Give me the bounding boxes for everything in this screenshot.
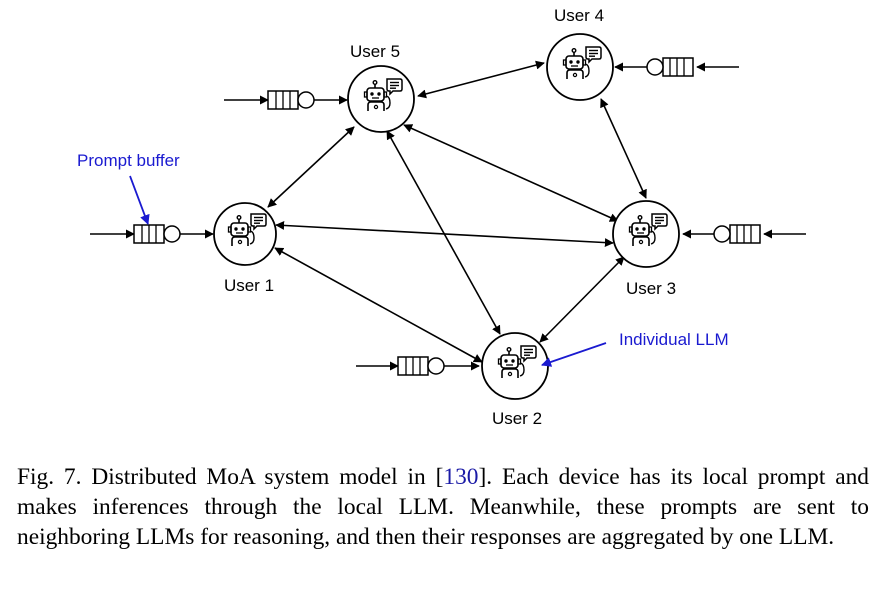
prompt-buffer-pointer: [129, 175, 150, 225]
edges: [267, 60, 647, 363]
edge-user5-user4: [417, 60, 545, 99]
citation-link[interactable]: 130: [443, 464, 479, 490]
node-label-user5: User 5: [350, 42, 400, 61]
edge-user1-user2: [274, 247, 483, 363]
edge-user5-user1: [267, 126, 355, 208]
caption-text-end: ]. Each device has its local prompt and …: [17, 464, 869, 550]
edge-user3-user2: [539, 256, 625, 343]
prompt-queue-icon: [356, 356, 480, 376]
figure-caption: Fig. 7. Distributed MoA system model in …: [17, 462, 869, 552]
prompt-queue-icon: [682, 224, 806, 244]
prompt-queue-icon: [224, 90, 348, 110]
edge-user1-user3: [275, 220, 614, 248]
user-nodes: User 5 User 4 User 1 User 3 User 2: [213, 6, 680, 428]
node-label-user2: User 2: [492, 409, 542, 428]
node-user3: User 3: [612, 200, 680, 298]
moa-system-diagram: User 5 User 4 User 1 User 3 User 2 Promp…: [77, 6, 806, 428]
prompt-queue-icon: [614, 57, 739, 77]
edge-user4-user3: [600, 98, 647, 199]
node-user1: User 1: [213, 202, 277, 295]
node-label-user4: User 4: [554, 6, 604, 25]
node-label-user3: User 3: [626, 279, 676, 298]
caption-text-start: Fig. 7. Distributed MoA system model in …: [17, 464, 444, 490]
node-user4: User 4: [546, 6, 614, 101]
node-user2: User 2: [481, 332, 549, 428]
node-label-user1: User 1: [224, 276, 274, 295]
individual-llm-pointer: [541, 342, 607, 367]
annotations: Prompt buffer Individual LLM: [77, 151, 729, 367]
node-user5: User 5: [347, 42, 415, 133]
edge-user5-user3: [403, 124, 619, 222]
prompt-buffer-label: Prompt buffer: [77, 151, 180, 170]
prompt-buffers: [90, 57, 806, 376]
prompt-queue-icon: [90, 224, 214, 244]
individual-llm-label: Individual LLM: [619, 330, 729, 349]
